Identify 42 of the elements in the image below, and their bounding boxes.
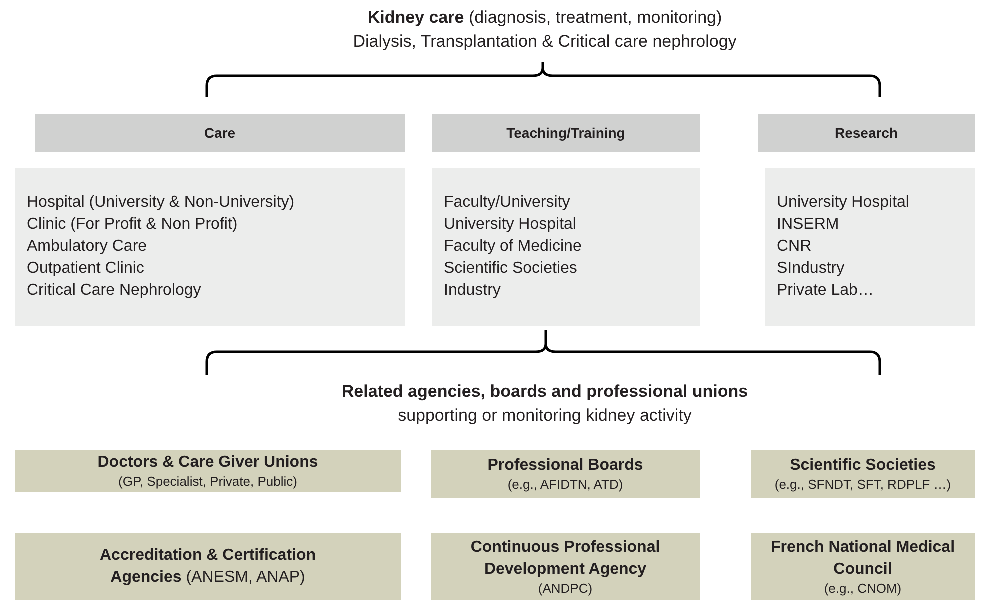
agency-name: Doctors & Care Giver Unions — [98, 453, 318, 473]
agency-examples: (e.g., CNOM) — [824, 580, 902, 596]
column-header — [35, 114, 405, 152]
header-text: Research — [834, 125, 898, 141]
column-header — [432, 114, 700, 152]
agency-box — [751, 533, 975, 600]
agency-name: Accreditation & Certification Agencies (ANESM, ANAP) — [98, 546, 318, 588]
heading-text: Kidney care (diagnosis, treatment, monitoring) — [368, 7, 722, 29]
agency-examples: (e.g., SFNDT, SFT, RDPLF …) — [774, 477, 952, 493]
agency-examples: (ANDPC) — [538, 580, 593, 596]
list-item: Hospital (University & Non-University) — [27, 193, 296, 213]
list-item: Critical Care Nephrology — [27, 281, 202, 301]
list-item: SIndustry — [777, 259, 846, 279]
list-item: Private Lab… — [777, 281, 875, 301]
header-text: Teaching/Training — [506, 125, 626, 141]
list-item: Ambulatory Care — [27, 237, 148, 257]
list-item: INSERM — [777, 215, 840, 235]
agency-examples: (GP, Specialist, Private, Public) — [118, 474, 298, 490]
subheading-text: supporting or monitoring kidney activity — [398, 405, 692, 427]
agency-name: Professional Boards — [488, 456, 644, 476]
list-item: Clinic (For Profit & Non Profit) — [27, 215, 239, 235]
header-text: Care — [204, 125, 236, 141]
agency-box — [15, 450, 401, 492]
agency-name: Scientific Societies — [790, 456, 936, 476]
list-item: Outpatient Clinic — [27, 259, 146, 279]
agency-name: French National Medical Council — [770, 538, 956, 580]
list-item: University Hospital — [777, 193, 910, 213]
agency-examples: (e.g., AFIDTN, ATD) — [508, 477, 624, 493]
list-item: Faculty of Medicine — [444, 237, 583, 257]
list-item: Industry — [444, 281, 502, 301]
list-item: Faculty/University — [444, 193, 572, 213]
list-item: Scientific Societies — [444, 259, 578, 279]
agency-box — [431, 450, 700, 498]
subheading-text: Related agencies, boards and professional unions — [342, 381, 748, 403]
agency-box — [751, 450, 975, 498]
list-item: CNR — [777, 237, 813, 257]
heading-text: Dialysis, Transplantation & Critical care nephrology — [353, 31, 737, 53]
agency-name: Continuous Professional Development Agency — [470, 538, 662, 580]
agency-box — [15, 533, 401, 600]
column-header — [758, 114, 975, 152]
agency-box — [431, 533, 700, 600]
list-item: University Hospital — [444, 215, 578, 235]
